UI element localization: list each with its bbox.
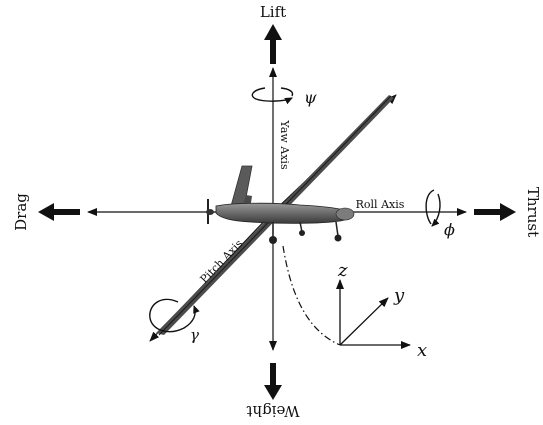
drone-icon bbox=[156, 95, 394, 336]
x-axis-label: x bbox=[417, 340, 427, 361]
y-axis-label: y bbox=[393, 285, 405, 306]
lift-label: Lift bbox=[260, 3, 286, 21]
coordinate-frame bbox=[336, 279, 411, 349]
pitch-angle-symbol: γ bbox=[190, 326, 199, 344]
trajectory-curve bbox=[282, 245, 341, 346]
thrust-label: Thrust bbox=[524, 187, 542, 237]
drag-arrow bbox=[38, 203, 80, 221]
pitch-rotation-icon bbox=[149, 298, 200, 333]
pitch-axis-label: Pitch Axis bbox=[198, 237, 246, 286]
weight-arrow bbox=[264, 363, 282, 400]
yaw-axis-label: Yaw Axis bbox=[278, 119, 291, 170]
yaw-angle-symbol: ψ bbox=[304, 88, 317, 107]
yaw-rotation-icon bbox=[251, 87, 294, 105]
weight-label: Weight bbox=[246, 402, 299, 420]
z-axis-label: z bbox=[337, 260, 348, 281]
roll-axis-label: Roll Axis bbox=[356, 198, 405, 211]
roll-angle-symbol: ϕ bbox=[444, 220, 455, 239]
drag-label: Drag bbox=[12, 193, 30, 231]
thrust-arrow bbox=[474, 203, 516, 221]
roll-rotation-icon bbox=[425, 189, 441, 227]
lift-arrow bbox=[264, 24, 282, 64]
